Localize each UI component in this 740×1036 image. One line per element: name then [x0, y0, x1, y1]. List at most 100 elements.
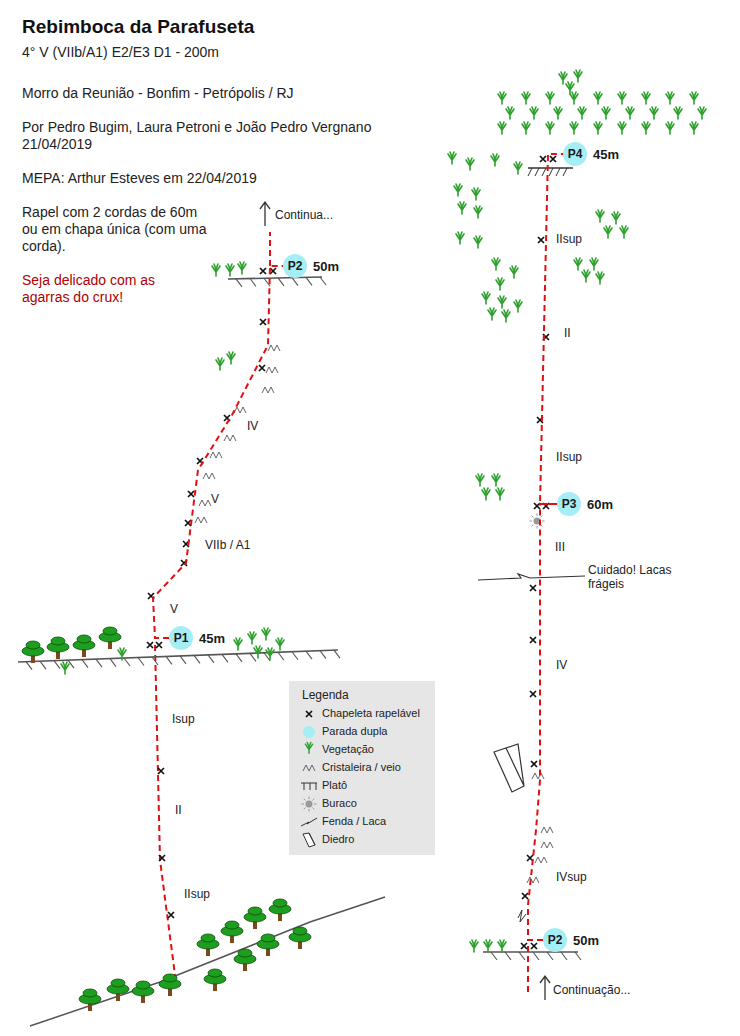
belay-station: P250m [543, 928, 567, 952]
route-line [527, 946, 529, 995]
vegetation-symbol [496, 488, 504, 500]
grade-label: II [175, 803, 182, 817]
vegetation-symbol [448, 152, 456, 164]
tree-symbol [221, 921, 243, 943]
vegetation-symbol [690, 92, 698, 104]
bolt-symbol [550, 156, 556, 162]
route-info: Rapel com 2 cordas de 60m ou em chapa ún… [22, 204, 212, 254]
title-text: Rebimboca da Parafuseta [22, 16, 254, 39]
vegetation-symbol [491, 154, 499, 166]
vegetation-symbol [570, 92, 578, 104]
legend-text: Diedro [322, 833, 354, 845]
vegetation-symbol [674, 107, 682, 119]
bolt-symbol [259, 365, 265, 371]
tree-symbol [244, 907, 266, 929]
crystal-vein-symbol [224, 435, 236, 441]
vegetation-symbol [522, 122, 530, 134]
crystal-vein-symbol [234, 407, 246, 413]
vegetation-symbol [498, 940, 506, 952]
vegetation-symbol [590, 258, 598, 270]
grade-label: III [555, 540, 565, 554]
crack-line [478, 574, 585, 580]
tree-symbol [269, 899, 291, 921]
vegetation-symbol [602, 107, 610, 119]
crystal-vein-symbol [210, 452, 222, 458]
grade-label: IIsup [184, 887, 210, 901]
crystal-vein-symbol [541, 842, 553, 848]
route-line [153, 266, 283, 638]
bolt-symbol [306, 711, 312, 717]
plateau-symbol [301, 783, 317, 790]
tree-symbol [22, 641, 44, 663]
bolt-symbol [159, 855, 165, 861]
legend-symbols [301, 711, 317, 847]
tree-symbol [257, 934, 279, 956]
vegetation-symbol [484, 940, 492, 952]
bolt-symbol [521, 943, 527, 949]
legend-title: Legenda [302, 688, 349, 702]
legend-text: Chapeleta rapelável [322, 707, 420, 719]
bolt-symbol [260, 319, 266, 325]
crystal-vein-symbol [527, 877, 539, 883]
vegetation-symbol [470, 940, 478, 952]
vegetation-symbol [498, 296, 506, 308]
bolt-symbol [147, 642, 153, 648]
crystal-vein-symbol [268, 345, 280, 351]
vegetation-symbol [510, 266, 518, 278]
legend-text: Buraco [322, 797, 357, 809]
vegetation-symbol [594, 92, 602, 104]
bolt-symbol [531, 943, 537, 949]
bolt-symbol [260, 268, 266, 274]
vegetation-symbol [482, 488, 490, 500]
vegetation-symbol [498, 122, 506, 134]
dihedral-symbol [494, 744, 524, 792]
belay-station: P445m [563, 142, 587, 166]
grade-label: Cuidado! Lacas frágeis [588, 563, 688, 592]
pitch-length: 50m [313, 259, 339, 274]
vegetation-symbol [474, 206, 482, 218]
bolt-symbol [156, 642, 162, 648]
vegetation-symbol [546, 122, 554, 134]
vegetation-symbol [626, 107, 634, 119]
belay-station: P145m [169, 626, 193, 650]
tree-symbol [79, 989, 101, 1011]
station-name: P3 [562, 497, 577, 511]
vegetation-symbol [506, 107, 514, 119]
grade-label: IIsup [556, 450, 582, 464]
route-info: 4° V (VIIb/A1) E2/E3 D1 - 200m [22, 44, 219, 61]
plateau-hatch [556, 168, 560, 176]
vegetation-symbol [690, 122, 698, 134]
vegetation-symbol [226, 264, 234, 276]
vegetation-symbol [666, 92, 674, 104]
vegetation-symbol [698, 107, 706, 119]
grade-label: V [170, 602, 178, 616]
vegetation-symbol [642, 92, 650, 104]
continue-arrow [540, 976, 550, 1000]
vegetation-symbol [522, 92, 530, 104]
route-info: MEPA: Arthur Esteves em 22/04/2019 [22, 170, 257, 187]
pitch-length: 60m [587, 497, 613, 512]
crystal-vein-symbol [303, 765, 315, 771]
vegetation-symbol [492, 258, 500, 270]
vegetation-symbol [118, 648, 126, 660]
vegetation-symbol [604, 226, 612, 238]
vegetation-symbol [618, 92, 626, 104]
route-info: Por Pedro Bugim, Laura Petroni e João Pe… [22, 119, 442, 153]
tree-symbol [99, 627, 121, 649]
station-name: P2 [288, 259, 303, 273]
vegetation-symbol [488, 308, 496, 320]
hole-symbol [302, 797, 317, 812]
plateau-hatch [563, 168, 567, 176]
bolt-symbol [188, 491, 194, 497]
vegetation-symbol [596, 210, 604, 222]
route-line [528, 504, 557, 940]
tree-symbol [289, 927, 311, 949]
vegetation-symbol [546, 92, 554, 104]
plateau-symbol [483, 952, 581, 960]
hole-symbol [530, 514, 545, 529]
vegetation-symbol [61, 662, 69, 674]
plateau-hatch [535, 168, 539, 176]
route-info: Seja delicado com as agarras do crux! [22, 272, 187, 306]
route-line [269, 232, 271, 266]
